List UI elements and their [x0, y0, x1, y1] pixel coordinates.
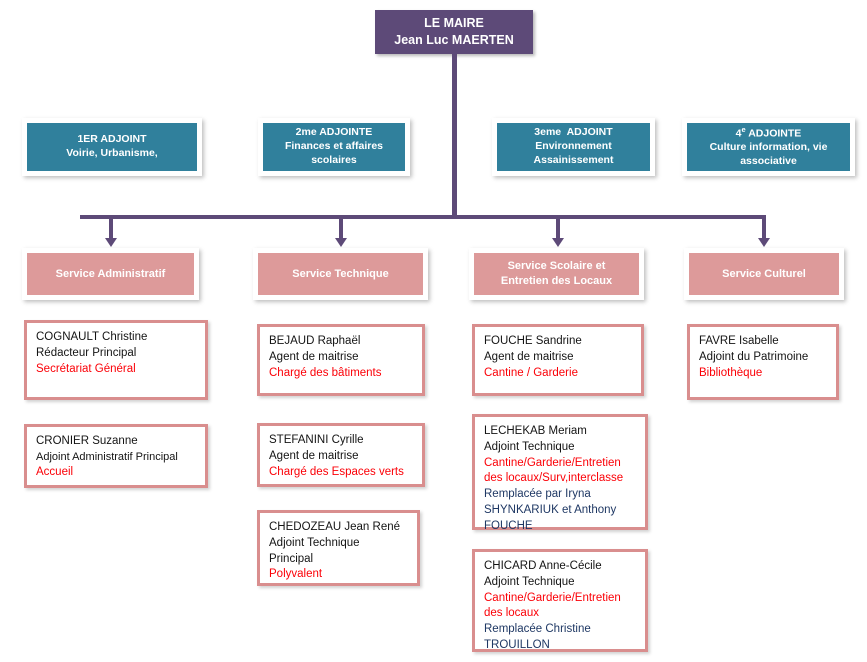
staff-line: SHYNKARIUK et Anthony	[484, 503, 617, 516]
staff-line: Adjoint du Patrimoine	[699, 350, 809, 363]
staff-line: des locaux	[484, 607, 539, 620]
adjoint-box-4[interactable]: 4e ADJOINTE Culture information, vie ass…	[682, 118, 855, 176]
service-scolaire-label: Service Scolaire et Entretien des Locaux	[474, 253, 639, 295]
arrow-icon-administratif	[105, 238, 117, 247]
mayor-box[interactable]: LE MAIRE Jean Luc MAERTEN	[375, 10, 533, 54]
staff-line: STEFANINI Cyrille	[269, 434, 364, 446]
staff-line: Remplacée Christine	[484, 623, 591, 635]
staff-line: Cantine/Garderie/Entretien	[484, 456, 621, 469]
staff-line: BEJAUD Raphaël	[269, 335, 361, 347]
staff-line: CHICARD Anne-Cécile	[484, 560, 602, 572]
staff-card[interactable]: FAVRE Isabelle Adjoint du Patrimoine Bib…	[687, 324, 839, 400]
staff-line: Agent de maitrise	[484, 350, 574, 363]
staff-line: Chargé des Espaces verts	[269, 465, 404, 478]
staff-line: Cantine / Garderie	[484, 366, 578, 379]
staff-line: Cantine/Garderie/Entretien	[484, 591, 621, 604]
adjoint-3-rank: 3eme ADJOINT	[534, 126, 613, 139]
connector-drop-scolaire	[556, 215, 560, 240]
adjoint-4-rank-rest: ADJOINTE	[745, 127, 802, 140]
connector-drop-technique	[339, 215, 343, 240]
staff-line: FAVRE Isabelle	[699, 335, 779, 347]
staff-card[interactable]: COGNAULT Christine Rédacteur Principal S…	[24, 320, 208, 400]
staff-line: COGNAULT Christine	[36, 331, 148, 343]
adjoint-1-rank: 1ER ADJOINT	[77, 133, 147, 146]
staff-line: Remplacée par Iryna	[484, 488, 591, 500]
adjoint-3-portfolio: Environnement Assainissement	[533, 140, 614, 166]
adjoint-2-rank: 2me ADJOINTE	[295, 126, 373, 139]
staff-card[interactable]: FOUCHE Sandrine Agent de maitrise Cantin…	[472, 324, 644, 396]
staff-line: CHEDOZEAU Jean René	[269, 521, 401, 533]
staff-card[interactable]: CHICARD Anne-Cécile Adjoint Technique Ca…	[472, 549, 648, 652]
staff-line: Agent de maitrise	[269, 449, 359, 462]
staff-line: FOUCHE	[484, 519, 533, 532]
staff-line: Bibliothèque	[699, 366, 763, 379]
adjoint-box-2[interactable]: 2me ADJOINTE Finances et affaires scolai…	[258, 118, 410, 176]
service-box-technique[interactable]: Service Technique	[253, 248, 428, 300]
mayor-title: LE MAIRE	[424, 16, 484, 31]
adjoint-4-rank: 4	[735, 127, 742, 140]
staff-line: CRONIER Suzanne	[36, 435, 138, 447]
service-culturel-label: Service Culturel	[689, 253, 839, 295]
staff-line: Agent de maitrise	[269, 350, 359, 363]
arrow-icon-technique	[335, 238, 347, 247]
connector-drop-administratif	[109, 215, 113, 240]
connector-drop-culturel	[762, 215, 766, 240]
staff-line: Principal	[269, 552, 314, 565]
staff-line: Accueil	[36, 465, 74, 478]
staff-line: Rédacteur Principal	[36, 346, 137, 359]
staff-card[interactable]: LECHEKAB Meriam Adjoint Technique Cantin…	[472, 414, 648, 532]
staff-line: Adjoint Technique	[269, 536, 360, 549]
adjoint-box-3[interactable]: 3eme ADJOINT Environnement Assainissemen…	[492, 118, 655, 176]
staff-card[interactable]: BEJAUD Raphaël Agent de maitrise Chargé …	[257, 324, 425, 396]
staff-line: FOUCHE Sandrine	[484, 335, 582, 347]
staff-card[interactable]: STEFANINI Cyrille Agent de maitrise Char…	[257, 423, 425, 487]
staff-card[interactable]: CRONIER Suzanne Adjoint Administratif Pr…	[24, 424, 208, 488]
service-box-culturel[interactable]: Service Culturel	[684, 248, 844, 300]
staff-card[interactable]: CHEDOZEAU Jean René Adjoint Technique Pr…	[257, 510, 420, 586]
staff-line: Secrétariat Général	[36, 362, 136, 375]
staff-line: TROUILLON	[484, 638, 550, 651]
connector-mayor-stem	[452, 54, 457, 218]
mayor-name: Jean Luc MAERTEN	[394, 33, 514, 47]
adjoint-4-portfolio: Culture information, vie associative	[709, 141, 828, 168]
adjoint-box-1[interactable]: 1ER ADJOINT Voirie, Urbanisme,	[22, 118, 202, 176]
service-administratif-label: Service Administratif	[27, 253, 194, 295]
adjoint-4-rank-suffix: e	[741, 124, 746, 134]
staff-line: Adjoint Technique	[484, 440, 575, 453]
arrow-icon-scolaire	[552, 238, 564, 247]
service-technique-label: Service Technique	[258, 253, 423, 295]
adjoint-1-portfolio: Voirie, Urbanisme,	[66, 147, 158, 159]
connector-horizontal-bus	[80, 215, 766, 219]
staff-line: des locaux/Surv,interclasse	[484, 472, 624, 485]
service-box-scolaire[interactable]: Service Scolaire et Entretien des Locaux	[469, 248, 644, 300]
adjoint-2-portfolio: Finances et affaires scolaires	[284, 140, 384, 166]
service-box-administratif[interactable]: Service Administratif	[22, 248, 199, 300]
arrow-icon-culturel	[758, 238, 770, 247]
staff-line: Adjoint Technique	[484, 575, 575, 588]
staff-line: Polyvalent	[269, 568, 323, 581]
staff-line: Chargé des bâtiments	[269, 366, 382, 379]
staff-line: LECHEKAB Meriam	[484, 425, 587, 437]
staff-line: Adjoint Administratif Principal	[36, 450, 178, 463]
